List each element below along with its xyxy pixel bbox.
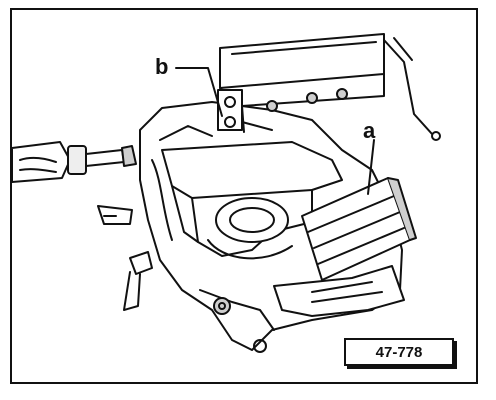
callout-b-leader xyxy=(175,67,223,117)
callout-label-b: b xyxy=(155,54,169,79)
callout-a-leader xyxy=(367,139,375,195)
figure-number-box: 47-778 xyxy=(344,338,454,366)
illustration-frame: b a 47-778 xyxy=(10,8,478,384)
guide-bracket xyxy=(273,265,405,317)
callout-label-a: a xyxy=(363,118,376,143)
brake-caliper-illustration xyxy=(12,33,441,353)
brake-pad xyxy=(301,177,417,281)
screwdriver xyxy=(12,141,137,183)
figure-number: 47-778 xyxy=(375,343,423,361)
mounting-bracket xyxy=(217,33,441,141)
